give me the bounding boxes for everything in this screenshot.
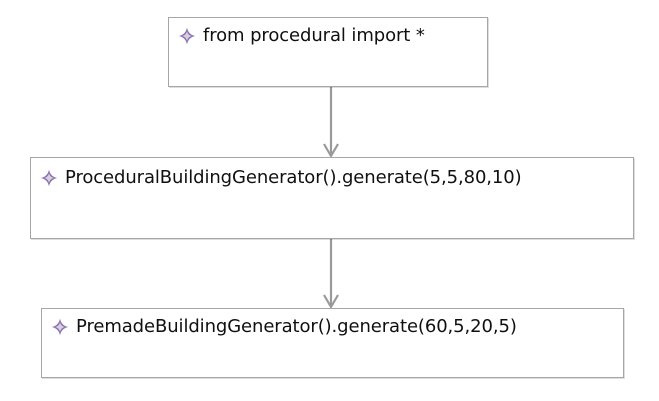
connector-import-to-procedural (323, 87, 339, 159)
node-import-statement[interactable]: from procedural import * (168, 17, 488, 87)
node-premade-label: PremadeBuildingGenerator().generate(60,5… (76, 316, 517, 337)
node-import-row: from procedural import * (169, 18, 487, 54)
purple-star-icon (40, 169, 58, 187)
connector-procedural-to-premade (323, 239, 339, 310)
purple-star-icon (51, 318, 69, 336)
node-import-label: from procedural import * (203, 25, 425, 46)
node-procedural-row: ProceduralBuildingGenerator().generate(5… (31, 158, 633, 198)
purple-star-icon (178, 27, 196, 45)
node-premade-building-generator[interactable]: PremadeBuildingGenerator().generate(60,5… (41, 308, 624, 378)
node-procedural-building-generator[interactable]: ProceduralBuildingGenerator().generate(5… (30, 157, 634, 239)
node-procedural-label: ProceduralBuildingGenerator().generate(5… (65, 167, 522, 188)
node-premade-row: PremadeBuildingGenerator().generate(60,5… (42, 309, 623, 345)
